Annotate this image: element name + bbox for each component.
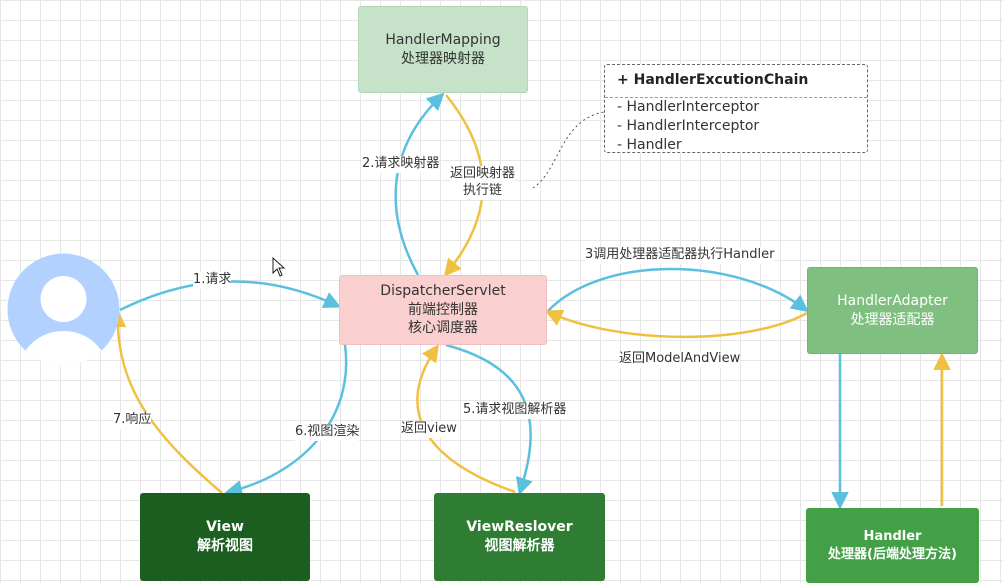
arrow-render — [224, 344, 348, 498]
handler-adapter-node[interactable]: HandlerAdapter 处理器适配器 — [807, 267, 978, 354]
dispatcher-subtitle-2: 核心调度器 — [408, 320, 478, 337]
edge-label-call-adapter: 3调用处理器适配器执行Handler — [585, 247, 775, 264]
chain-title: + HandlerExcutionChain — [605, 65, 867, 98]
handler-mapping-subtitle: 处理器映射器 — [401, 50, 485, 67]
view-subtitle: 解析视图 — [197, 538, 253, 554]
handler-mapping-node[interactable]: HandlerMapping 处理器映射器 — [358, 6, 528, 93]
chain-item: - HandlerInterceptor — [617, 118, 760, 134]
handler-node[interactable]: Handler 处理器(后端处理方法) — [806, 508, 979, 583]
edge-label-request-resolver: 5.请求视图解析器 — [463, 402, 567, 419]
view-resolver-title: ViewReslover — [466, 519, 573, 536]
view-resolver-subtitle: 视图解析器 — [484, 538, 555, 554]
dispatcher-subtitle: 前端控制器 — [408, 301, 478, 318]
view-title: View — [206, 519, 244, 536]
edge-label-request: 1.请求 — [193, 272, 232, 289]
edge-label-return-mav: 返回ModelAndView — [619, 351, 741, 368]
arrow-call-adapter — [546, 267, 809, 313]
chain-item: - HandlerInterceptor — [617, 99, 760, 115]
arrow-response — [108, 309, 223, 494]
edge-label-request-mapping: 2.请求映射器 — [362, 156, 440, 173]
view-resolver-node[interactable]: ViewReslover 视图解析器 — [434, 493, 605, 581]
handler-subtitle: 处理器(后端处理方法) — [828, 546, 957, 562]
user-avatar-icon — [7, 253, 120, 366]
edge-label-return-chain-line2: 执行链 — [463, 182, 503, 198]
dispatcher-servlet-node[interactable]: DispatcherServlet 前端控制器 核心调度器 — [339, 275, 547, 345]
arrow-request-mapping — [394, 92, 445, 276]
arrow-return-mav — [544, 309, 808, 339]
handler-title: Handler — [863, 528, 922, 544]
edge-label-return-chain: 返回映射器 执行链 — [450, 166, 516, 200]
handler-adapter-title: HandlerAdapter — [837, 292, 948, 309]
dispatcher-title: DispatcherServlet — [380, 282, 506, 299]
handler-adapter-subtitle: 处理器适配器 — [850, 311, 935, 328]
mouse-cursor-icon — [272, 257, 286, 277]
edge-label-render: 6.视图渲染 — [295, 424, 360, 441]
edge-label-return-chain-line1: 返回映射器 — [450, 166, 516, 181]
handler-execution-chain-box[interactable]: + HandlerExcutionChain - HandlerIntercep… — [604, 64, 868, 153]
edge-label-response: 7.响应 — [113, 412, 152, 429]
chain-item: - Handler — [617, 137, 682, 153]
view-node[interactable]: View 解析视图 — [140, 493, 310, 581]
handler-mapping-title: HandlerMapping — [385, 31, 501, 48]
chain-link-dotted — [532, 111, 605, 189]
edge-label-return-view: 返回view — [401, 421, 457, 438]
